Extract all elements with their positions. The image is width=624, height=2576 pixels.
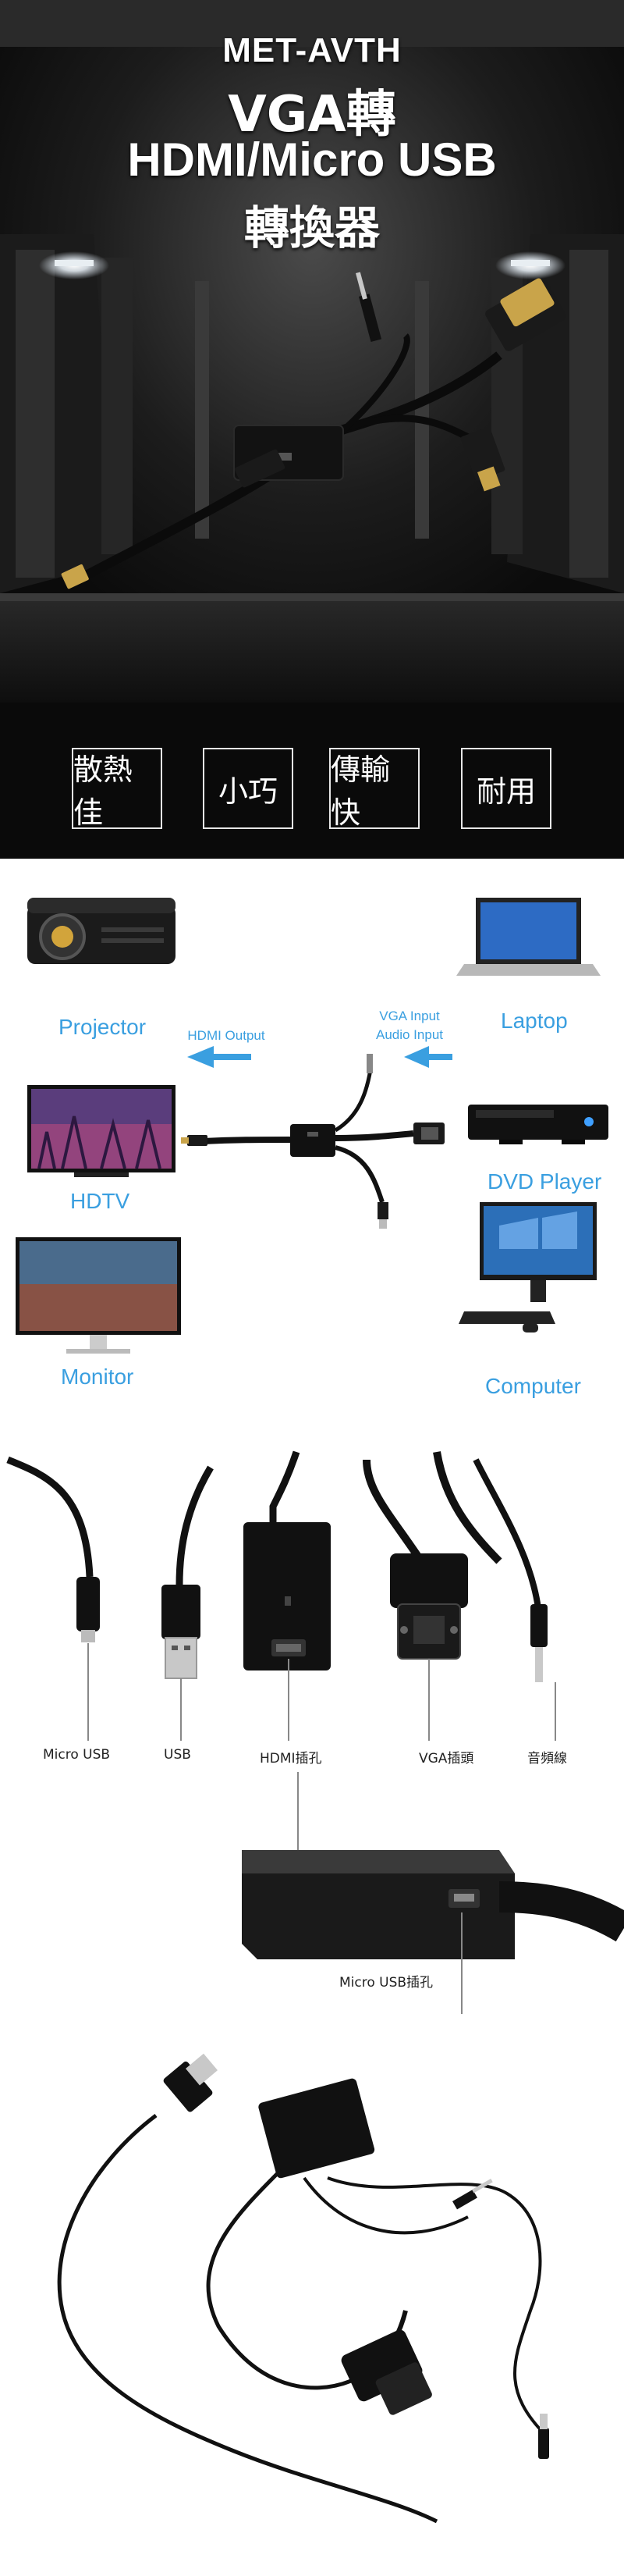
label-computer: Computer [485, 1374, 581, 1398]
laptop-image [456, 898, 601, 976]
hero-banner: MET-AVTH VGA轉 HDMI/Micro USB 轉換器 [0, 0, 624, 703]
adapter-box [243, 1522, 331, 1670]
label-audio-cable: 音頻線 [527, 1751, 567, 1767]
label-vga-plug: VGA插頭 [419, 1751, 474, 1767]
input-arrow [404, 1046, 452, 1068]
label-micro-usb-port: Micro USB插孔 [339, 1975, 434, 1991]
label-vga-input: VGA Input [379, 1009, 440, 1023]
connection-diagram: Projector HDTV Monitor Laptop DVD Player… [0, 859, 624, 1429]
ports-illustration: Micro USB USB HDMI插孔 VGA插頭 音頻線 Micro USB… [0, 1429, 624, 2014]
label-hdmi-output: HDMI Output [187, 1028, 265, 1043]
hero-title-line3: 轉換器 [243, 201, 380, 254]
label-hdmi-port: HDMI插孔 [260, 1751, 322, 1767]
product-photo [0, 2014, 624, 2576]
monitor-image [16, 1237, 181, 1354]
label-micro-usb: Micro USB [43, 1747, 111, 1763]
projector-image [27, 898, 176, 964]
hero-title-line1: VGA轉 [228, 86, 396, 144]
label-monitor: Monitor [61, 1364, 134, 1389]
adapter-image [181, 1054, 445, 1229]
feature-durable: 耐用 [461, 748, 551, 829]
feature-heat: 散熱佳 [72, 748, 162, 830]
label-dvd-player: DVD Player [488, 1169, 602, 1194]
label-laptop: Laptop [501, 1009, 568, 1033]
dvd-player-image [468, 1105, 608, 1144]
computer-image [459, 1202, 597, 1332]
label-projector: Projector [58, 1015, 147, 1039]
label-usb: USB [164, 1747, 191, 1763]
usb-plug [161, 1585, 200, 1679]
hdtv-image [27, 1085, 176, 1177]
hero-product-image [61, 272, 566, 589]
vga-plug [390, 1553, 468, 1660]
adapter-closeup [242, 1850, 624, 2014]
model-number: MET-AVTH [222, 31, 402, 69]
feature-bar: 散熱佳 小巧 傳輸快 耐用 [0, 703, 624, 859]
hero-background [0, 0, 624, 703]
hero-title-line2: HDMI/Micro USB [127, 133, 497, 186]
feature-fast: 傳輸快 [329, 748, 420, 830]
feature-compact: 小巧 [203, 748, 293, 829]
label-hdtv: HDTV [70, 1189, 130, 1213]
audio-jack [530, 1604, 548, 1682]
micro-usb-plug [76, 1577, 100, 1642]
output-arrow [187, 1046, 251, 1068]
label-audio-input: Audio Input [375, 1027, 443, 1042]
